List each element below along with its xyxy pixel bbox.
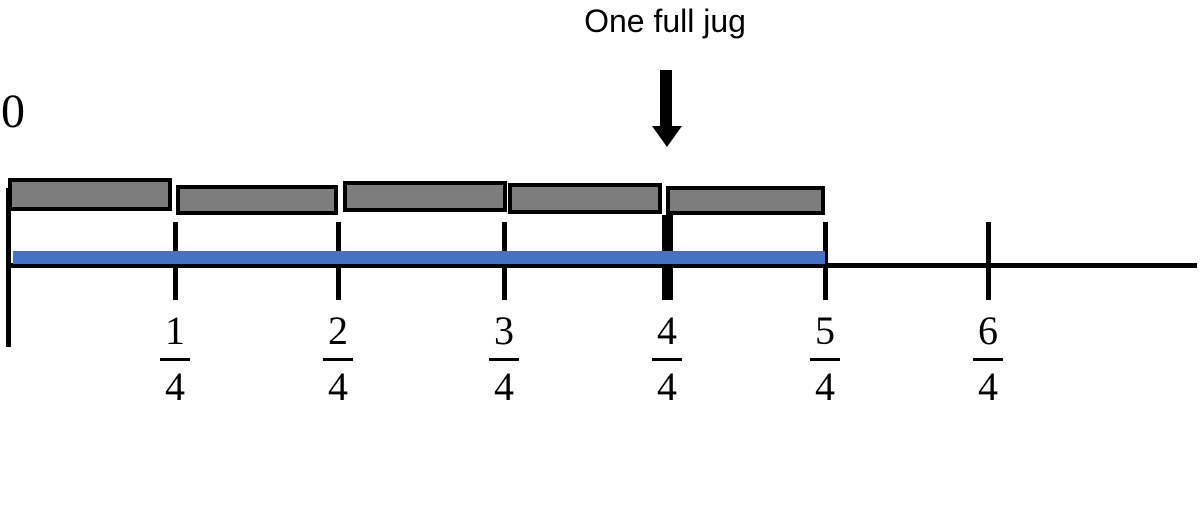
fraction-denominator: 4 [165,364,185,409]
unit-bar-5 [666,186,825,215]
fraction-numerator: 3 [494,308,514,353]
fraction-denominator: 4 [657,364,677,409]
tick-5-4 [822,222,828,300]
down-arrow-icon [660,70,672,127]
fraction-denominator: 4 [978,364,998,409]
unit-bar-3 [343,181,507,212]
fraction-numerator: 4 [657,308,677,353]
fraction-bar [810,358,840,361]
fraction-bar [973,358,1003,361]
fraction-denominator: 4 [494,364,514,409]
fraction-numerator: 1 [165,308,185,353]
fraction-bar [489,358,519,361]
origin-zero-label: 0 [1,85,25,138]
fraction-denominator: 4 [328,364,348,409]
unit-bar-4 [508,183,662,214]
tick-6-4 [985,222,991,300]
fraction-numerator: 6 [978,308,998,353]
fraction-numerator: 2 [328,308,348,353]
down-arrow-head-icon [652,126,682,147]
fraction-bar [160,358,190,361]
unit-bar-2 [176,185,338,215]
annotation-label: One full jug [584,3,746,39]
fraction-bar [323,358,353,361]
unit-bar-1 [8,178,172,211]
fraction-bar [652,358,682,361]
number-line-axis [8,263,1197,268]
fraction-denominator: 4 [815,364,835,409]
shaded-blue-segment [13,251,825,264]
fraction-numerator: 5 [815,308,835,353]
